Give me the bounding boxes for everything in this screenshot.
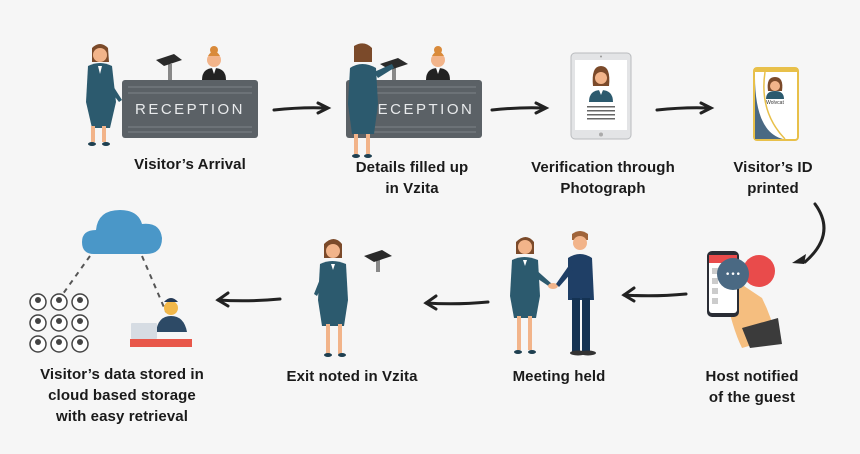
step-label: Meeting held (512, 368, 606, 385)
dashed-link (59, 255, 91, 299)
receptionist-icon (202, 46, 226, 80)
step-label: Visitor’s ID printed (733, 159, 813, 197)
alert-bubble-icon (743, 255, 775, 287)
curved-arrow-icon (792, 202, 826, 264)
step-label: Exit noted in Vzita (286, 368, 418, 385)
arrow-right-icon (272, 101, 332, 115)
visitor-figure-icon (510, 237, 552, 354)
hands-icon (548, 283, 558, 289)
step-label: Host notified of the guest (705, 368, 799, 406)
dashed-link (141, 255, 167, 313)
cloud-icon (82, 210, 162, 254)
arrow-right-icon (490, 101, 550, 115)
kiosk-icon (364, 250, 392, 272)
reception-desk-illustration: RECEPTION (86, 44, 258, 146)
visitor-figure-icon (86, 44, 122, 146)
tablet-photo-illustration (570, 52, 632, 140)
visitor-exit-illustration (314, 239, 392, 357)
person-at-laptop-icon (130, 298, 192, 347)
receptionist-icon (426, 46, 450, 80)
reception-desk-icon: ECEPTION (346, 80, 482, 138)
arrow-left-icon (621, 286, 688, 303)
desk-sign-text: ECEPTION (378, 101, 475, 118)
cloud-storage-illustration (29, 210, 192, 353)
arrow-right-icon (655, 101, 715, 115)
arrow-left-icon (423, 294, 490, 311)
visitor-kiosk-illustration: ECEPTION (346, 43, 482, 158)
badge-name: Wolvcat (766, 100, 784, 106)
host-figure-icon (556, 231, 596, 356)
kiosk-icon (156, 54, 182, 80)
chat-bubble-icon: ••• (717, 258, 749, 290)
visitor-figure-icon (314, 239, 348, 357)
step-label: Visitor’s data stored in cloud based sto… (40, 366, 204, 425)
id-badge-illustration: Wolvcat (753, 67, 799, 141)
phone-notification-illustration: ••• (707, 251, 782, 348)
step-label: Verification through Photograph (531, 159, 675, 197)
typing-dots: ••• (725, 270, 741, 280)
arrow-left-icon (215, 291, 282, 308)
visitor-back-figure-icon (348, 43, 394, 158)
reception-desk-icon: RECEPTION (122, 80, 258, 138)
desk-sign-text: RECEPTION (135, 101, 245, 118)
badge-portrait-icon (766, 77, 784, 99)
step-label: Details filled up in Vzita (355, 159, 469, 197)
photo-portrait-icon (589, 66, 613, 102)
handshake-illustration (510, 231, 596, 356)
step-label: Visitor’s Arrival (134, 156, 246, 173)
